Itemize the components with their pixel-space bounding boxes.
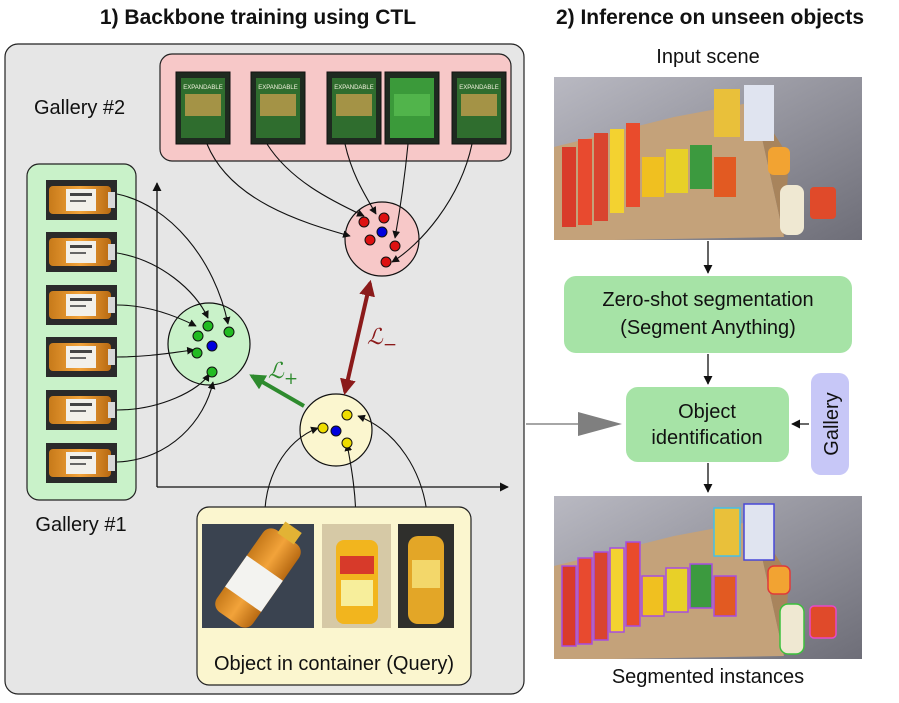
gallery-2-thumbnail-text: EXPANDABLE [258,85,298,91]
negative-loss-arrow [340,279,375,396]
scene-product [713,575,737,617]
identification-line-2: identification [651,427,762,449]
gallery-2-thumbnail-text: EXPANDABLE [183,85,223,91]
scene-product [744,85,774,141]
scene-product [768,147,790,175]
segmentation-line-1: Zero-shot segmentation [602,289,813,311]
scene-product [780,185,804,235]
scene-product [743,503,775,561]
scene-product [626,123,640,207]
gallery-1-thumbnail [46,285,117,325]
training-to-inference-arrowhead [578,412,622,436]
gallery-tab [811,373,849,475]
positive-dots [191,320,235,378]
gallery-2-thumbnail-text: EXPANDABLE [334,85,374,91]
identification-line-1: Object [678,401,736,423]
left-panel-title: 1) Backbone training using CTL [100,6,416,29]
gallery-2-thumbnail [384,71,440,145]
positive-anchor-dot [206,340,218,352]
scene-product [578,139,592,225]
scene-product [641,575,665,617]
positive-loss-arrow [249,374,305,408]
scene-product [666,149,688,193]
scene-product [665,567,689,613]
scene-product [690,145,712,189]
segmentation-box [564,276,852,353]
scene-product [594,133,608,221]
gallery-2-thumbnail: EXPANDABLE [451,71,507,145]
positive-loss-label: ℒ+ [268,359,298,389]
gallery-2-thumbnail: EXPANDABLE [175,71,231,145]
scene-product [593,551,609,641]
scene-product [713,507,741,557]
scene-product [714,89,740,137]
query-thumbnails [202,521,454,628]
negative-loss-label: ℒ− [367,325,397,355]
scene-product [609,547,625,633]
query-anchor-dot [330,425,342,437]
input-scene-label: Input scene [656,46,759,68]
gallery-tab-label: Gallery [821,392,843,455]
right-panel-title: 2) Inference on unseen objects [556,6,864,29]
gallery-1-label: Gallery #1 [35,514,126,536]
scene-product [689,563,713,609]
query-dots [317,409,353,449]
scene-product [810,187,836,219]
gallery-1-thumbnails [46,180,117,483]
gallery-2-connectors [206,143,473,263]
scene-product [562,147,576,227]
gallery-2-thumbnails: EXPANDABLE EXPANDABLE EXPANDABLE EXPANDABLE [175,71,507,145]
identification-box [626,387,789,462]
scene-product [625,541,641,627]
negative-anchor-dot [376,226,388,238]
gallery-1-thumbnail [46,443,117,483]
gallery-1-thumbnail [46,337,117,377]
segmentation-line-2: (Segment Anything) [620,317,796,339]
scene-product [779,603,805,655]
scene-product [767,565,791,595]
gallery-2-label: Gallery #2 [34,97,125,119]
input-scene-image [554,77,862,240]
gallery-1-thumbnail [46,232,117,272]
gallery-1-connectors [116,193,231,463]
gallery-2-thumbnail: EXPANDABLE [326,71,382,145]
scene-product [577,557,593,645]
negative-dots [358,212,401,268]
gallery-1-thumbnail [46,390,117,430]
segmented-scene-image [554,496,862,659]
gallery-2-thumbnail: EXPANDABLE [250,71,306,145]
scene-product [610,129,624,213]
query-label: Object in container (Query) [214,653,454,675]
segmented-instances-label: Segmented instances [612,666,804,688]
gallery-2-thumbnail-text: EXPANDABLE [459,85,499,91]
scene-product [642,157,664,197]
scene-product [561,565,577,647]
scene-product [809,605,837,639]
gallery-1-thumbnail [46,180,117,220]
scene-product [714,157,736,197]
